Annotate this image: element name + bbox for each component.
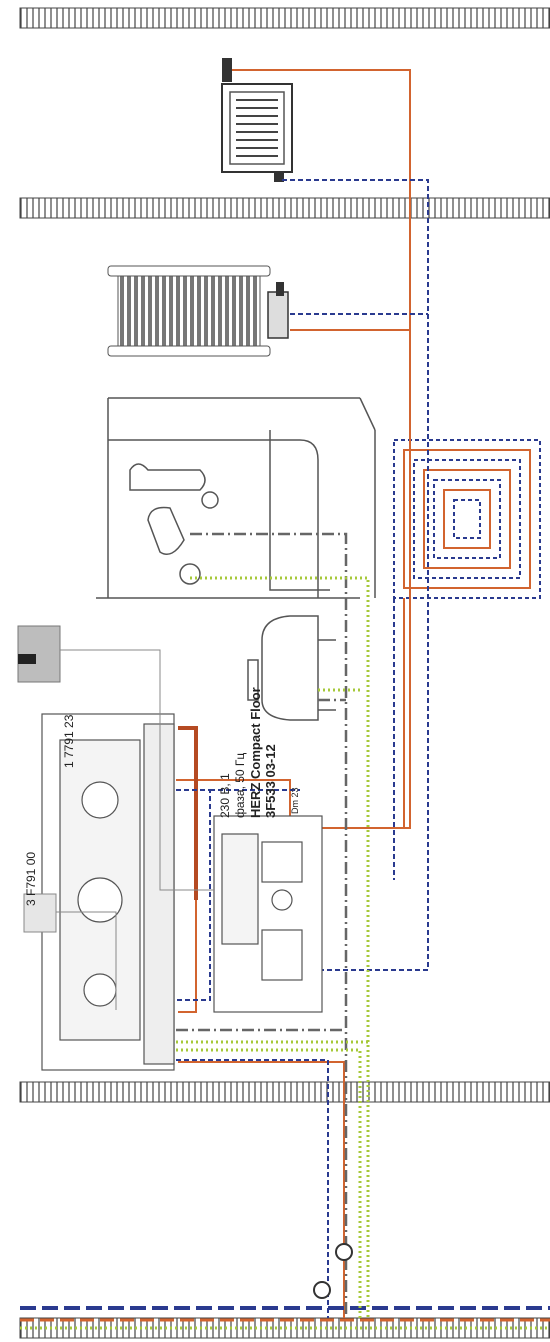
underfloor-loop — [393, 439, 541, 599]
riser-pump-icon — [335, 1243, 353, 1261]
part-number-label: 1 7791 23 — [62, 714, 76, 768]
power-label-line1: 230 В, 1 — [218, 773, 232, 818]
distribution-unit — [41, 713, 175, 1071]
thermostatic-valve-icon — [222, 58, 232, 82]
controller-boxes — [17, 625, 214, 1010]
radiator-valve-icon — [267, 291, 289, 339]
bathtub — [96, 397, 376, 599]
power-label-line2: фаза, 50 Гц — [233, 752, 247, 818]
shower-head-icon — [147, 506, 185, 555]
product-name-label: HERZ Compact Floor — [248, 687, 263, 818]
pump-icon — [261, 929, 303, 981]
panel-radiator — [221, 58, 293, 182]
wash-basin — [247, 615, 336, 721]
return-pipes — [20, 179, 550, 1318]
cold-water-pipes — [20, 576, 550, 1330]
floor-slab — [19, 1081, 550, 1103]
mixing-valve-icon — [261, 841, 303, 883]
riser-pump-icon — [313, 1281, 331, 1299]
floor-slab — [19, 197, 550, 219]
part-number-label: 3 F791 00 — [24, 851, 38, 906]
primary-supply-pipe — [178, 726, 198, 900]
supply-pipes — [20, 69, 550, 1322]
product-code-label: 3F533 03-12 — [263, 744, 278, 818]
column-radiator — [107, 265, 289, 357]
room-thermostat-icon — [23, 893, 57, 933]
herz-compact-floor-unit — [213, 815, 323, 1013]
valve-tag-label: Dm 23 — [290, 787, 300, 814]
basin-tap-icon — [247, 659, 259, 701]
faucet-icon — [129, 463, 206, 491]
floor-slabs — [19, 7, 550, 1339]
drain-pipes — [176, 532, 348, 1318]
floor-slab — [19, 7, 550, 29]
